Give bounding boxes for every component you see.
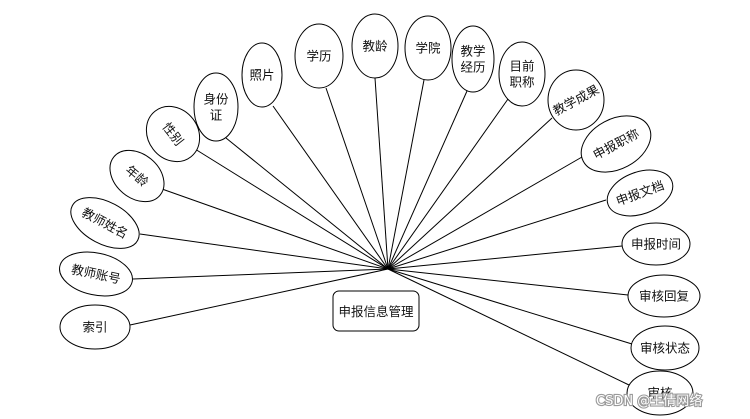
attribute-node-shenfenzheng: 身份证 xyxy=(193,72,239,142)
connector-line-shenhe-huifu xyxy=(387,268,629,296)
attribute-ellipse xyxy=(404,15,452,81)
attribute-node-shenbao-zhicheng: 申报职称 xyxy=(580,115,652,173)
attribute-label: 学历 xyxy=(306,49,331,64)
attribute-label: 证 xyxy=(210,108,223,123)
connector-line-suoyin xyxy=(129,268,389,326)
attribute-label: 照片 xyxy=(249,68,274,83)
connector-lines xyxy=(129,77,633,386)
attribute-node-shenhe: 审核 xyxy=(626,370,694,416)
attribute-ellipse xyxy=(59,304,131,350)
attribute-node-shenhe-huifu: 审核回复 xyxy=(627,274,701,318)
attribute-node-shenhe-zhuangtai: 审核状态 xyxy=(630,325,700,371)
attribute-ellipse xyxy=(621,222,691,266)
attribute-node-zhaopian: 照片 xyxy=(241,42,283,108)
attribute-label: 目前 xyxy=(509,59,534,74)
attribute-label: 审核状态 xyxy=(640,341,690,356)
attribute-node-jiaoshi-zhanghao: 教师账号 xyxy=(59,251,133,297)
attribute-label: 职称 xyxy=(509,75,534,90)
attribute-node-shenbao-wendang: 申报文档 xyxy=(606,169,674,217)
connector-line-xingbie xyxy=(194,148,389,270)
connector-line-xueyuan xyxy=(387,79,425,270)
attribute-ellipse xyxy=(630,325,700,371)
attribute-node-jiaoxue-chengguo: 教学成果 xyxy=(547,69,605,131)
attribute-label: 教学 xyxy=(460,44,485,59)
entity-label: 申报信息管理 xyxy=(338,304,414,319)
attribute-node-xingbie: 性别 xyxy=(145,105,201,163)
attribute-node-xueli: 学历 xyxy=(294,23,344,89)
connector-line-xueli xyxy=(325,87,389,270)
connector-line-shenhe xyxy=(387,268,630,386)
attribute-ellipse xyxy=(627,274,701,318)
attribute-ellipse xyxy=(580,115,652,173)
attribute-node-suoyin: 索引 xyxy=(59,304,131,350)
attribute-ellipse xyxy=(241,42,283,108)
watermark-text: CSDN @王倩网络 xyxy=(596,393,702,409)
attribute-node-jiaoling: 教龄 xyxy=(351,13,399,79)
watermark: CSDN @王倩网络 xyxy=(595,392,703,410)
attribute-ellipse xyxy=(294,23,344,89)
connector-line-shenbao-zhicheng xyxy=(387,156,583,270)
attribute-ellipse xyxy=(59,251,133,297)
attribute-ellipse xyxy=(451,25,495,93)
connector-line-shenbao-shijian xyxy=(387,245,623,270)
attribute-label: 经历 xyxy=(460,60,485,75)
attribute-label: 申报时间 xyxy=(631,237,681,252)
attribute-nodes: 索引教师账号教师姓名年龄性别身份证照片学历教龄学院教学经历目前职称教学成果申报职… xyxy=(59,13,701,416)
connector-line-shenbao-wendang xyxy=(387,199,607,270)
connector-line-muqian-zhicheng xyxy=(387,98,509,270)
attribute-label: 教龄 xyxy=(362,39,388,54)
attribute-label: 身份 xyxy=(203,92,229,107)
attribute-ellipse xyxy=(547,69,605,131)
entity-box xyxy=(332,290,420,332)
attribute-label: 审核回复 xyxy=(639,289,690,304)
connector-line-jiaoxue-chengguo xyxy=(387,117,553,270)
attribute-ellipse xyxy=(70,197,140,249)
connector-line-jiaoshi-zhanghao xyxy=(132,268,389,280)
connector-line-jiaoling xyxy=(374,77,389,270)
attribute-ellipse xyxy=(351,13,399,79)
attribute-label: 学院 xyxy=(415,41,441,56)
attribute-ellipse xyxy=(626,370,694,416)
attribute-node-nianling: 年龄 xyxy=(109,149,165,203)
attribute-ellipse xyxy=(498,41,546,107)
connector-line-jiaoxue-jingli xyxy=(387,90,468,270)
connector-line-jiaoshi-xingming xyxy=(139,233,389,270)
attribute-ellipse xyxy=(193,72,239,142)
connector-line-shenfenzheng xyxy=(225,137,389,270)
attribute-node-xueyuan: 学院 xyxy=(404,15,452,81)
connector-line-zhaopian xyxy=(272,105,389,270)
entity-node: 申报信息管理 xyxy=(332,290,420,332)
connector-line-nianling xyxy=(161,188,389,270)
attribute-node-jiaoshi-xingming: 教师姓名 xyxy=(70,197,140,249)
attribute-ellipse xyxy=(145,105,201,163)
attribute-label: 索引 xyxy=(82,320,107,335)
attribute-ellipse xyxy=(606,169,674,217)
attribute-label: 审核 xyxy=(647,386,673,401)
attribute-node-shenbao-shijian: 申报时间 xyxy=(621,222,691,266)
attribute-ellipse xyxy=(109,149,165,203)
connector-line-shenhe-zhuangtai xyxy=(387,268,633,345)
